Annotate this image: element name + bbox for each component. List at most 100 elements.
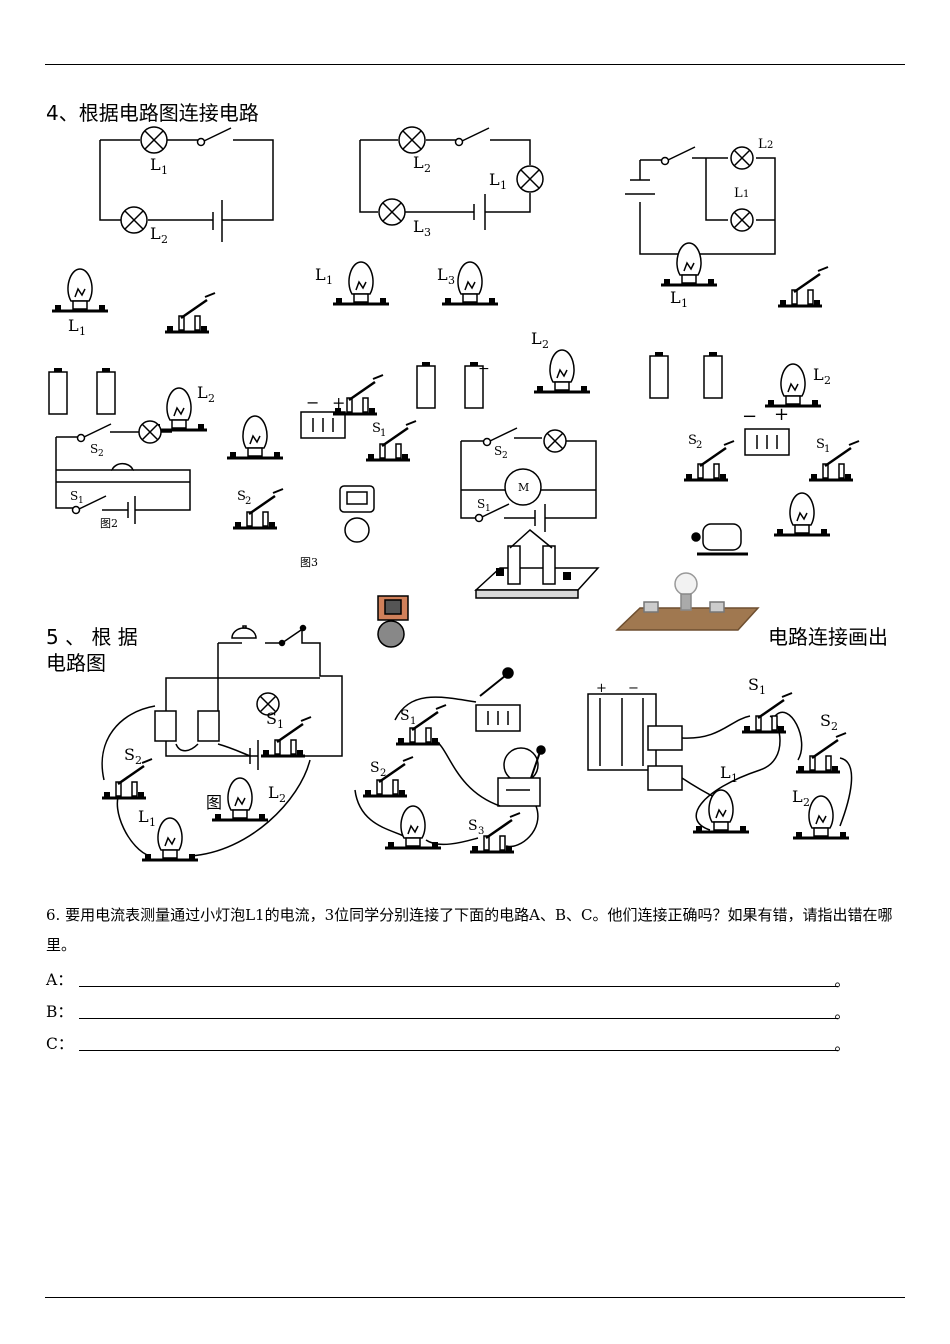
svg-text:L: L xyxy=(315,265,326,284)
answer-label-C: C： xyxy=(46,1035,74,1053)
q4-bulb-L1-b xyxy=(331,260,391,306)
cell-3 xyxy=(416,361,436,409)
cell-2 xyxy=(96,367,116,415)
answer-line-B[interactable] xyxy=(79,1018,838,1019)
q5-bulb-W xyxy=(383,804,443,850)
svg-text:2: 2 xyxy=(803,796,810,809)
svg-text:1: 1 xyxy=(149,816,156,829)
svg-text:1: 1 xyxy=(161,164,168,177)
svg-text:−: − xyxy=(742,406,757,427)
svg-text:S: S xyxy=(748,675,759,694)
svg-text:1: 1 xyxy=(485,504,491,514)
bulb-W-a xyxy=(225,414,285,460)
svg-text:−: − xyxy=(628,681,639,696)
svg-text:+: + xyxy=(332,393,345,412)
question-5-title-a: 5 、 根 据 xyxy=(46,625,138,649)
svg-text:L: L xyxy=(268,783,279,802)
svg-text:L: L xyxy=(792,787,803,806)
question-5-title-b: 电路图 xyxy=(46,651,106,675)
svg-text:+: + xyxy=(596,681,607,696)
svg-text:2: 2 xyxy=(245,496,251,507)
q4-diagram-2 xyxy=(359,126,544,230)
svg-text:1: 1 xyxy=(731,772,738,785)
svg-text:2: 2 xyxy=(831,720,838,733)
svg-text:1: 1 xyxy=(759,684,766,697)
answer-end-C: 。 xyxy=(834,1036,850,1054)
bulb-L2-b xyxy=(532,348,592,394)
svg-text:1: 1 xyxy=(326,274,333,287)
svg-text:图3: 图3 xyxy=(300,556,318,569)
answer-line-C[interactable] xyxy=(79,1050,838,1051)
svg-text:3: 3 xyxy=(478,826,484,837)
svg-text:2: 2 xyxy=(502,451,508,461)
svg-text:2: 2 xyxy=(424,162,431,175)
q4-diagram-1 xyxy=(99,126,274,242)
question-4-title: 4、根据电路图连接电路 xyxy=(46,101,259,125)
svg-text:1: 1 xyxy=(824,444,830,455)
svg-text:1: 1 xyxy=(500,179,507,192)
svg-text:2: 2 xyxy=(767,140,773,151)
svg-text:L: L xyxy=(670,288,681,307)
svg-text:1: 1 xyxy=(380,428,386,439)
q5-switch-S2-right xyxy=(794,731,848,774)
answer-label-A: A： xyxy=(46,971,73,989)
svg-text:L: L xyxy=(758,137,767,152)
svg-text:1: 1 xyxy=(681,297,688,310)
answer-row-B: B： 。 xyxy=(46,998,908,1028)
battery-box-b xyxy=(744,428,790,456)
bulb-board-photo xyxy=(615,572,760,631)
svg-text:L: L xyxy=(531,329,542,348)
svg-text:M: M xyxy=(518,481,529,494)
svg-text:2: 2 xyxy=(542,338,549,351)
answer-line-A[interactable] xyxy=(79,986,838,987)
q4-bulb-L1-c xyxy=(659,241,719,287)
svg-text:1: 1 xyxy=(79,325,86,338)
question-6-text: 6. 要用电流表测量通过小灯泡L1的电流，3位同学分别连接了下面的电路A、B、C… xyxy=(46,906,893,954)
svg-text:S: S xyxy=(477,497,485,511)
cell-5 xyxy=(649,351,669,399)
q5-right-circuit xyxy=(587,693,853,831)
answer-row-C: C： 。 xyxy=(46,1030,908,1060)
svg-text:L: L xyxy=(489,170,500,189)
answer-row-A: A： 。 xyxy=(46,966,908,996)
svg-text:L: L xyxy=(413,217,424,236)
svg-text:L: L xyxy=(720,763,731,782)
svg-text:S: S xyxy=(266,709,277,728)
svg-text:2: 2 xyxy=(824,374,831,387)
cell-6 xyxy=(703,351,723,399)
svg-text:L: L xyxy=(68,316,79,335)
bulb-W-b xyxy=(772,491,832,537)
q4-switch-c xyxy=(776,265,830,308)
svg-text:2: 2 xyxy=(279,792,286,805)
motor-icon xyxy=(691,523,748,556)
svg-text:S: S xyxy=(90,442,98,456)
battery-box-a xyxy=(300,411,346,439)
bottom-rule xyxy=(45,1297,905,1298)
answer-end-B: 。 xyxy=(834,1004,850,1022)
answer-end-A: 。 xyxy=(834,972,850,990)
svg-text:2: 2 xyxy=(161,233,168,246)
top-rule xyxy=(45,64,905,65)
svg-text:2: 2 xyxy=(208,392,215,405)
svg-text:3: 3 xyxy=(424,226,431,239)
svg-text:S: S xyxy=(124,745,135,764)
svg-text:S: S xyxy=(468,818,478,834)
svg-text:L: L xyxy=(150,224,161,243)
svg-text:S: S xyxy=(816,437,825,452)
svg-text:1: 1 xyxy=(743,189,749,200)
svg-text:−: − xyxy=(306,393,319,412)
svg-text:3: 3 xyxy=(448,274,455,287)
svg-text:S: S xyxy=(820,711,831,730)
svg-text:2: 2 xyxy=(135,754,142,767)
q5-middle-circuit xyxy=(354,667,546,848)
svg-text:L: L xyxy=(150,155,161,174)
svg-text:L: L xyxy=(413,153,424,172)
svg-text:S: S xyxy=(372,421,381,436)
svg-text:2: 2 xyxy=(380,768,386,779)
svg-text:L: L xyxy=(734,186,743,201)
